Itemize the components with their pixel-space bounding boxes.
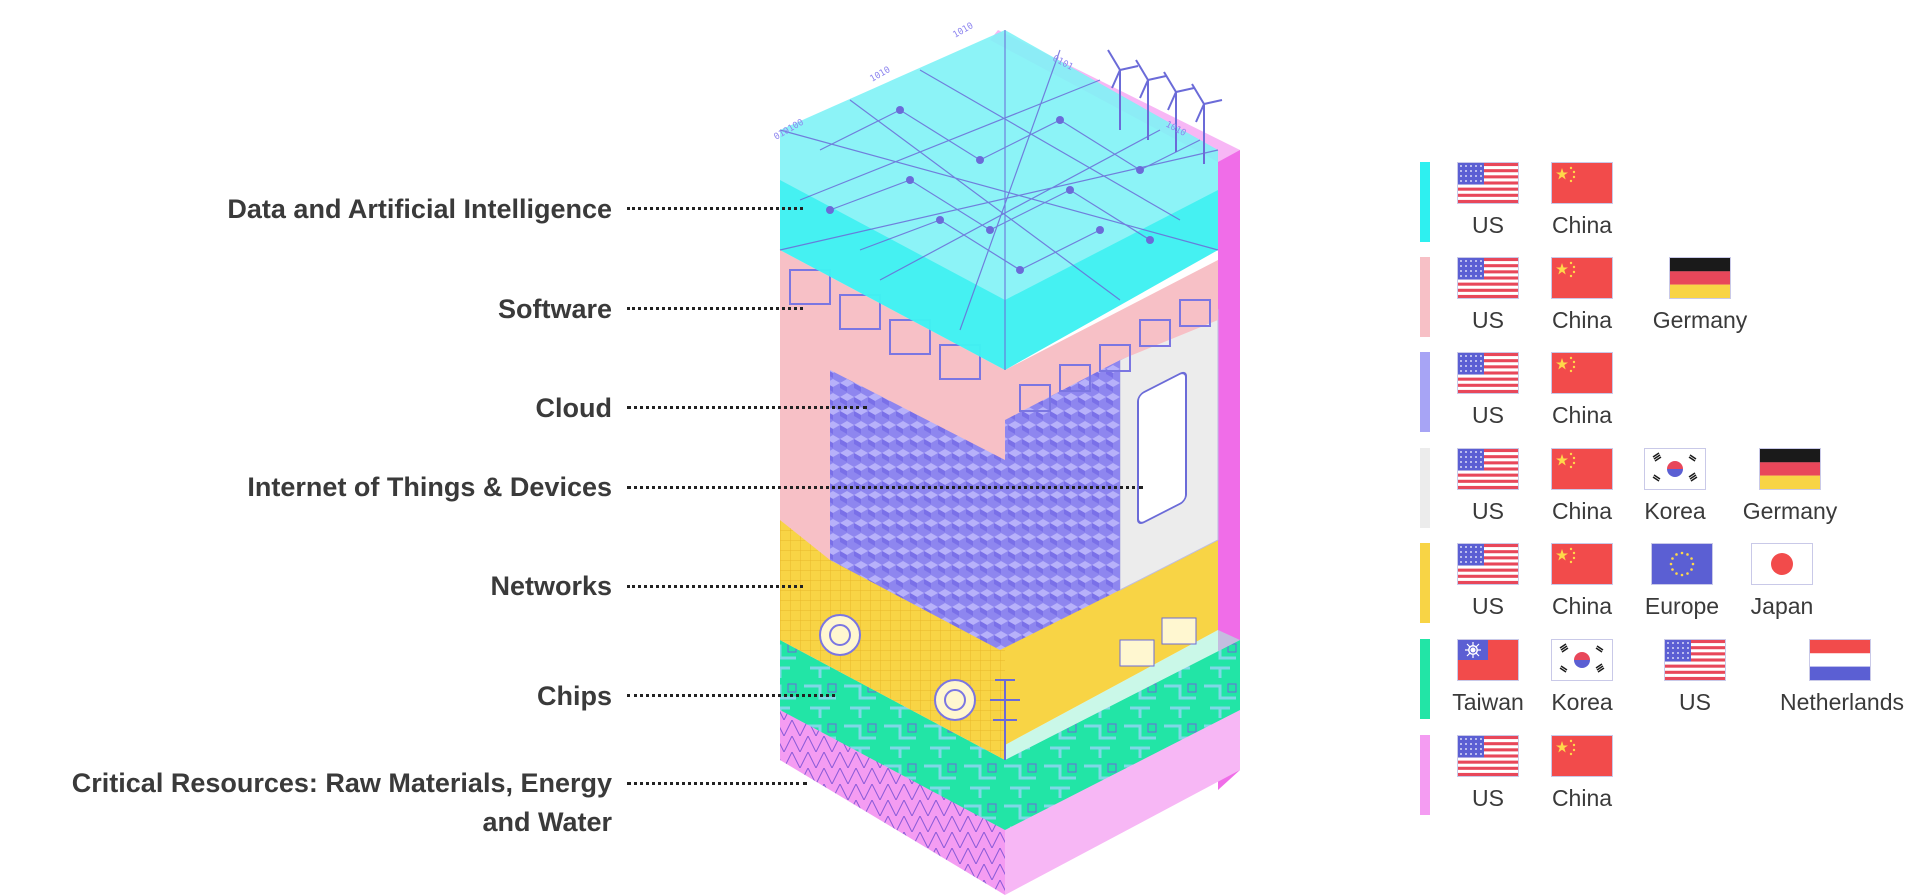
country-name: Korea (1522, 689, 1642, 716)
legend-country: Germany (1730, 448, 1850, 525)
country-name: China (1522, 402, 1642, 429)
taiwan-flag-icon (1457, 639, 1519, 681)
leader-line-software (627, 307, 803, 310)
china-flag-icon (1551, 735, 1613, 777)
country-name: Germany (1640, 307, 1760, 334)
leader-line-cloud (627, 406, 867, 409)
country-name: Japan (1722, 593, 1842, 620)
legend-country: Japan (1722, 543, 1842, 620)
binary-tag-2: 1010 (869, 65, 893, 85)
china-flag-icon (1551, 162, 1613, 204)
legend-country: China (1522, 735, 1642, 812)
us-flag-icon (1457, 257, 1519, 299)
japan-flag-icon (1751, 543, 1813, 585)
country-name: Korea (1615, 498, 1735, 525)
us-flag-icon (1457, 543, 1519, 585)
binary-tag-3: 1010 (952, 21, 976, 41)
legend-country: China (1522, 257, 1642, 334)
country-name: China (1522, 307, 1642, 334)
legend-country: US (1635, 639, 1755, 716)
eu-flag-icon (1651, 543, 1713, 585)
leader-line-data-ai (627, 207, 803, 210)
country-name: Germany (1730, 498, 1850, 525)
legend-country: China (1522, 162, 1642, 239)
legend-country: Korea (1615, 448, 1735, 525)
country-name: China (1522, 785, 1642, 812)
leader-line-iot (627, 486, 1143, 489)
china-flag-icon (1551, 543, 1613, 585)
leader-line-networks (627, 585, 803, 588)
us-flag-icon (1457, 352, 1519, 394)
us-flag-icon (1457, 448, 1519, 490)
legend-country: Korea (1522, 639, 1642, 716)
us-flag-icon (1664, 639, 1726, 681)
country-name: Netherlands (1780, 689, 1900, 716)
netherlands-flag-icon (1809, 639, 1871, 681)
germany-flag-icon (1759, 448, 1821, 490)
legend-country: Netherlands (1780, 639, 1900, 716)
korea-flag-icon (1551, 639, 1613, 681)
us-flag-icon (1457, 735, 1519, 777)
china-flag-icon (1551, 352, 1613, 394)
country-name: China (1522, 212, 1642, 239)
us-flag-icon (1457, 162, 1519, 204)
leader-line-chips (627, 694, 835, 697)
legend-country: Germany (1640, 257, 1760, 334)
china-flag-icon (1551, 448, 1613, 490)
country-name: US (1635, 689, 1755, 716)
legend-country: China (1522, 352, 1642, 429)
korea-flag-icon (1644, 448, 1706, 490)
leader-line-critical-resources (627, 782, 807, 785)
china-flag-icon (1551, 257, 1613, 299)
germany-flag-icon (1669, 257, 1731, 299)
